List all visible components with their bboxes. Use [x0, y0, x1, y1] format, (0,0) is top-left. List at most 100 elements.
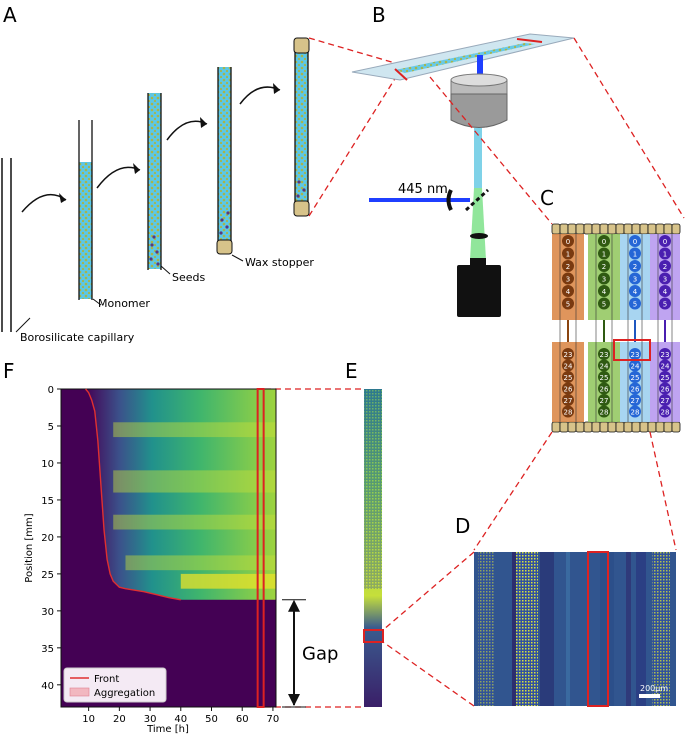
- badge-bottom-3-28: [659, 405, 671, 418]
- badge-number: 28: [631, 409, 640, 417]
- time-highlight: [256, 388, 265, 708]
- badge-top-0-1: [562, 247, 574, 260]
- camera: [457, 265, 501, 317]
- badge-number: 1: [663, 251, 667, 259]
- wax-plug: [216, 239, 233, 255]
- emission-path: [470, 188, 486, 260]
- badge-number: 5: [602, 301, 606, 309]
- badge-bottom-1-28: [598, 405, 610, 418]
- badge-number: 24: [661, 363, 670, 371]
- seeds-label: Seeds: [172, 271, 206, 284]
- badge-number: 23: [600, 351, 609, 359]
- connector-b-c: [429, 37, 685, 225]
- badge-number: 4: [566, 288, 571, 296]
- badge-number: 0: [663, 238, 667, 246]
- x-tick-label: 50: [205, 714, 218, 725]
- badge-number: 27: [631, 397, 640, 405]
- badge-bottom-2-24: [629, 359, 641, 372]
- badge-number: 3: [633, 276, 637, 284]
- badge-bottom-0-24: [562, 359, 574, 372]
- badge-top-3-2: [659, 260, 671, 272]
- badge-number: 0: [602, 238, 606, 246]
- badge-number: 25: [631, 374, 640, 382]
- x-tick-label: 70: [267, 714, 280, 725]
- panel-b-label: B: [372, 3, 386, 27]
- panel-b: B 445 nm: [351, 3, 575, 317]
- panel-d-label: D: [455, 514, 470, 538]
- badge-bottom-2-23: [629, 348, 641, 360]
- micrograph-highlight: [587, 551, 609, 707]
- x-tick-label: 40: [174, 714, 187, 725]
- badge-bottom-2-25: [629, 371, 641, 383]
- badge-bottom-1-23: [598, 348, 610, 360]
- badge-number: 4: [663, 288, 668, 296]
- badge-number: 25: [564, 374, 573, 382]
- y-tick-label: 25: [41, 570, 54, 581]
- gap-indicator: Gap: [282, 599, 338, 708]
- badge-bottom-1-25: [598, 371, 610, 383]
- badge-number: 28: [600, 409, 609, 417]
- tube-lens: [470, 233, 488, 239]
- x-tick-label: 20: [113, 714, 126, 725]
- connector-f-e: [265, 388, 364, 708]
- x-tick-label: 30: [144, 714, 157, 725]
- capillary-wax: [216, 67, 233, 255]
- badge-bottom-3-25: [659, 371, 671, 383]
- badge-number: 5: [633, 301, 637, 309]
- bright-band: [125, 555, 276, 571]
- capillary-label: Borosilicate capillary: [20, 331, 135, 344]
- badge-bottom-0-25: [562, 371, 574, 383]
- front-line: [85, 388, 181, 601]
- capillary-seeds: [147, 93, 162, 270]
- badge-number: 4: [602, 288, 607, 296]
- empty-capillary: [1, 158, 12, 332]
- panel-a: A Borosilicate capillary Monomer: [1, 3, 314, 344]
- wax-plug-bottom: [293, 200, 310, 217]
- legend-box: [63, 667, 167, 703]
- badge-bottom-2-28: [629, 405, 641, 418]
- gap-label: Gap: [302, 643, 338, 664]
- x-axis: 10 20 30 40 50 60 70: [82, 707, 279, 725]
- connector-d-e: [382, 551, 475, 707]
- badge-number: 2: [602, 263, 606, 271]
- x-tick-label: 60: [236, 714, 249, 725]
- badge-number: 4: [633, 288, 638, 296]
- channel-highlight: [613, 339, 651, 361]
- badge-top-3-4: [659, 285, 671, 297]
- heatmap-bright-bands: [113, 422, 276, 589]
- arrow-4-head: [273, 83, 280, 94]
- bright-band: [180, 573, 276, 589]
- badge-number: 23: [564, 351, 573, 359]
- y-tick-label: 35: [41, 644, 54, 655]
- arrow-3-head: [200, 117, 207, 128]
- scale-bar: [639, 694, 660, 698]
- badge-bottom-0-23: [562, 348, 574, 360]
- bright-band: [113, 470, 276, 493]
- badge-number: 27: [600, 397, 609, 405]
- badge-number: 5: [566, 301, 570, 309]
- objective: [450, 73, 508, 128]
- badge-bottom-3-24: [659, 359, 671, 372]
- laser-lens: [446, 189, 453, 211]
- badge-top-2-0: [629, 235, 641, 247]
- panel-d: D 200μm: [455, 514, 676, 707]
- badge-top-1-5: [598, 297, 610, 310]
- badge-number: 2: [633, 263, 637, 271]
- panel-c: C: [540, 186, 681, 433]
- badge-number: 24: [564, 363, 573, 371]
- badge-number: 23: [661, 351, 670, 359]
- badge-number: 0: [633, 238, 637, 246]
- badge-top-3-0: [659, 235, 671, 247]
- x-tick-label: 10: [82, 714, 95, 725]
- bright-band: [113, 514, 276, 530]
- heatmap-signal: [85, 389, 276, 600]
- badge-bottom-3-27: [659, 394, 671, 406]
- badge-number: 3: [602, 276, 606, 284]
- legend-aggregation: Aggregation: [94, 688, 155, 699]
- connector-a-b: [308, 37, 397, 217]
- y-tick-label: 5: [48, 422, 54, 433]
- badge-top-0-2: [562, 260, 574, 272]
- legend-aggregation-swatch: [69, 687, 90, 697]
- laser-label: 445 nm: [398, 182, 448, 197]
